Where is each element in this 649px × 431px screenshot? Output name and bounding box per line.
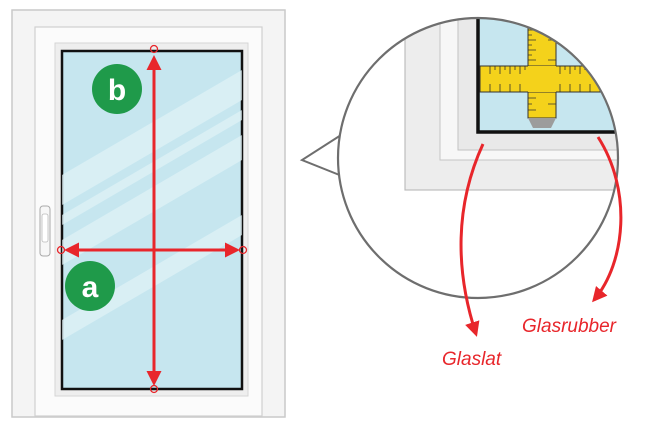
bubble-outline (336, 16, 620, 300)
detail-bubble (299, 16, 620, 300)
width-badge-label: a (82, 271, 99, 304)
glasrubber-label: Glasrubber (522, 316, 617, 337)
window-illustration: b a (11, 9, 286, 418)
height-top-point (149, 44, 159, 54)
detail-glass-bead (457, 18, 618, 151)
glasrubber-arrow (592, 136, 623, 303)
window-handle-icon (39, 205, 51, 257)
glaslat-arrow (459, 143, 485, 337)
width-badge: a (65, 261, 115, 311)
width-right-point (238, 245, 248, 255)
height-badge: b (92, 64, 142, 114)
height-bottom-point (149, 384, 159, 394)
height-badge-label: b (108, 74, 126, 107)
width-left-point (56, 245, 66, 255)
glaslat-label: Glaslat (442, 349, 502, 370)
detail-glass-rubber (476, 18, 618, 134)
